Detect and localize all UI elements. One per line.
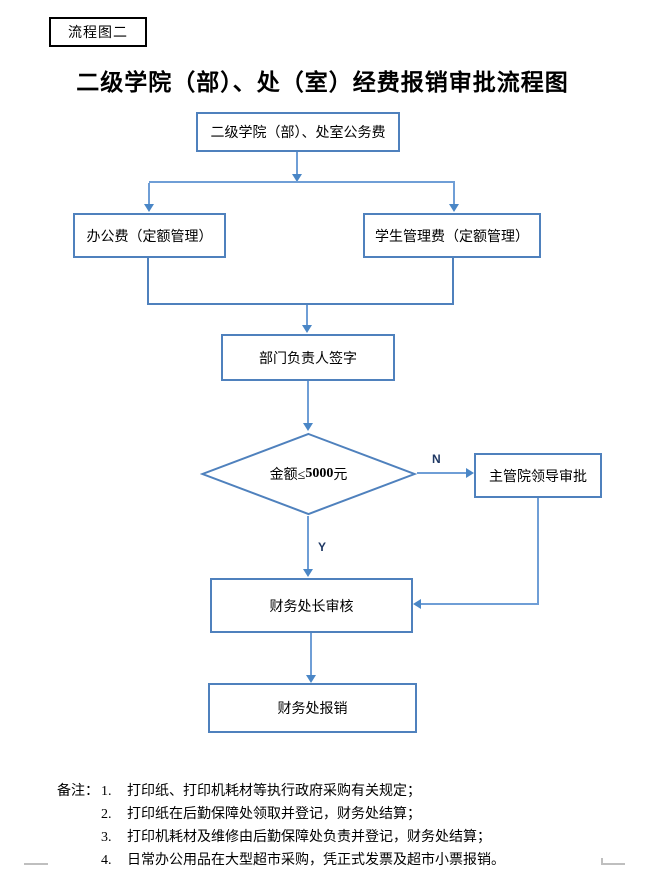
- flowchart-tag-label: 流程图二: [68, 26, 128, 41]
- note-item: 2. 打印纸在后勤保障处领取并登记，财务处结算；: [101, 803, 617, 826]
- decision-suffix: 元: [333, 468, 348, 483]
- node-finance-audit: 财务处长审核: [210, 578, 413, 633]
- crop-mark-right: [601, 863, 625, 865]
- decision-text: 金额≤5000 元: [200, 432, 417, 516]
- note-text: 打印纸、打印机耗材等执行政府采购有关规定；: [127, 784, 421, 799]
- arrow-down-icon: [292, 174, 302, 182]
- node-student-fee: 学生管理费（定额管理）: [363, 213, 541, 258]
- notes-section: 备注： 1. 打印纸、打印机耗材等执行政府采购有关规定； 2. 打印纸在后勤保障…: [57, 780, 617, 869]
- connector-leader-down: [537, 498, 539, 605]
- connector-to-office: [148, 183, 150, 204]
- note-item: 3. 打印机耗材及维修由后勤保障处负责并登记，财务处结算；: [101, 826, 617, 849]
- arrow-down-icon: [303, 423, 313, 431]
- note-number: 1.: [101, 784, 112, 799]
- connector-to-student: [453, 183, 455, 204]
- arrow-down-icon: [302, 325, 312, 333]
- note-text: 日常办公用品在大型超市采购，凭正式发票及超市小票报销。: [127, 853, 505, 868]
- node-finance-reimburse: 财务处报销: [208, 683, 417, 733]
- note-item: 1. 打印纸、打印机耗材等执行政府采购有关规定；: [101, 780, 617, 803]
- connector-leader-to-audit: [421, 603, 539, 605]
- label-yes: Y: [318, 540, 327, 554]
- connector-office-down: [147, 258, 149, 305]
- flowchart-tag-box: 流程图二: [49, 17, 147, 47]
- node-decision: 金额≤5000 元: [200, 432, 417, 516]
- arrow-down-icon: [306, 675, 316, 683]
- connector-branch-horizontal: [149, 181, 455, 183]
- note-number: 2.: [101, 807, 112, 822]
- notes-label: 备注：: [57, 784, 99, 799]
- arrow-down-icon: [303, 569, 313, 577]
- decision-amount: 5000: [305, 466, 334, 481]
- note-item: 4. 日常办公用品在大型超市采购，凭正式发票及超市小票报销。: [101, 849, 617, 869]
- decision-diamond-shape: [200, 432, 417, 516]
- arrow-right-icon: [466, 468, 474, 478]
- note-text: 打印机耗材及维修由后勤保障处负责并登记，财务处结算；: [127, 830, 491, 845]
- note-number: 3.: [101, 830, 112, 845]
- note-number: 4.: [101, 853, 112, 868]
- connector-start-down: [296, 152, 298, 175]
- connector-yes-branch: [307, 516, 309, 569]
- connector-no-branch: [417, 472, 466, 474]
- crop-mark-right-tick: [601, 858, 603, 864]
- connector-merge-horizontal: [147, 303, 454, 305]
- crop-mark-left: [24, 863, 48, 865]
- page-title: 二级学院（部）、处（室）经费报销审批流程图: [76, 70, 569, 95]
- decision-prefix: 金额≤: [269, 468, 306, 483]
- arrow-down-icon: [449, 204, 459, 212]
- label-no: N: [432, 452, 441, 466]
- arrow-down-icon: [144, 204, 154, 212]
- connector-student-down: [452, 258, 454, 305]
- arrow-left-icon: [413, 599, 421, 609]
- node-office-fee: 办公费（定额管理）: [73, 213, 226, 258]
- node-dept-sign: 部门负责人签字: [221, 334, 395, 381]
- connector-dept-to-decision: [307, 381, 309, 423]
- node-start: 二级学院（部）、处室公务费: [196, 112, 400, 152]
- connector-audit-to-reimburse: [310, 633, 312, 675]
- note-text: 打印纸在后勤保障处领取并登记，财务处结算；: [127, 807, 421, 822]
- connector-merge-down: [306, 305, 308, 325]
- node-leader-approve: 主管院领导审批: [474, 453, 602, 498]
